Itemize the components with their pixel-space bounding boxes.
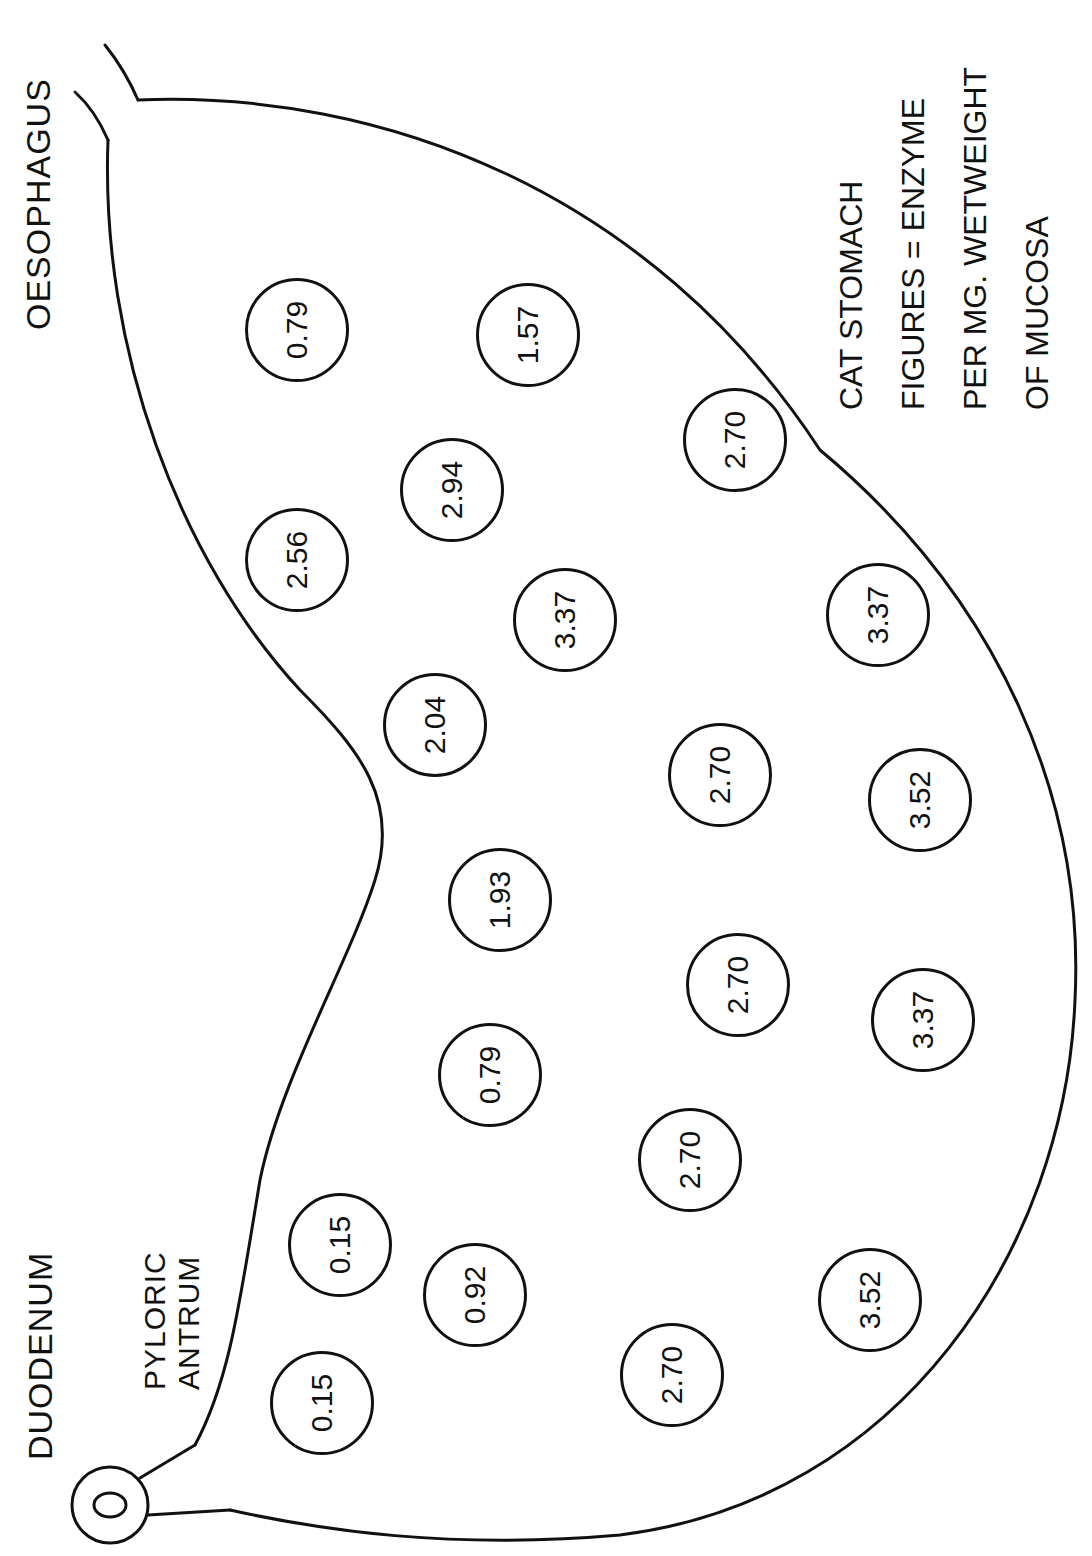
enzyme-value: 3.52	[903, 771, 937, 829]
enzyme-value: 2.70	[655, 1346, 689, 1404]
enzyme-circle: 0.79	[245, 278, 349, 382]
enzyme-value: 0.79	[280, 301, 314, 359]
enzyme-circle: 3.52	[818, 1248, 922, 1352]
enzyme-value: 1.93	[483, 871, 517, 929]
enzyme-circle: 0.92	[423, 1243, 527, 1347]
enzyme-circle: 2.56	[245, 508, 349, 612]
enzyme-value: 2.94	[435, 461, 469, 519]
enzyme-circle: 3.52	[868, 748, 972, 852]
label-holder: PYLORIC ANTRUM	[138, 1230, 206, 1390]
enzyme-circle: 1.57	[476, 283, 580, 387]
enzyme-circle: 2.70	[620, 1323, 724, 1427]
enzyme-value: 2.70	[673, 1131, 707, 1189]
duodenum-wall	[140, 1445, 195, 1478]
enzyme-value: 0.79	[473, 1046, 507, 1104]
lesser-curvature	[107, 140, 382, 1445]
enzyme-value: 3.37	[906, 991, 940, 1049]
part-label: DUODENUM	[20, 1252, 60, 1460]
enzyme-circle: 1.93	[448, 848, 552, 952]
part-label: OESOPHAGUS	[18, 78, 58, 330]
oesophagus-wall	[75, 92, 108, 140]
enzyme-value: 0.15	[305, 1374, 339, 1432]
enzyme-circle: 2.70	[683, 388, 787, 492]
enzyme-value: 2.70	[721, 956, 755, 1014]
enzyme-value: 0.15	[323, 1216, 357, 1274]
enzyme-circle: 2.70	[668, 723, 772, 827]
enzyme-value: 0.92	[458, 1266, 492, 1324]
enzyme-circle: 0.15	[288, 1193, 392, 1297]
enzyme-circle: 3.37	[871, 968, 975, 1072]
enzyme-circle: 3.37	[826, 563, 930, 667]
enzyme-value: 3.37	[861, 586, 895, 644]
caption: FIGURES = ENZYME PER MG. WETWEIGHT OF MU…	[882, 40, 1068, 410]
enzyme-value: 2.56	[280, 531, 314, 589]
enzyme-circle: 2.70	[638, 1108, 742, 1212]
duodenum-wall	[148, 1510, 230, 1515]
enzyme-circle: 2.70	[686, 933, 790, 1037]
enzyme-value: 3.37	[548, 591, 582, 649]
enzyme-circle: 0.79	[438, 1023, 542, 1127]
enzyme-value: 2.04	[418, 696, 452, 754]
title: CAT STOMACH	[820, 40, 882, 410]
enzyme-value: 2.70	[703, 746, 737, 804]
enzyme-value: 2.70	[718, 411, 752, 469]
enzyme-circle: 2.94	[400, 438, 504, 542]
enzyme-circle: 0.15	[270, 1351, 374, 1455]
label-holder: OESOPHAGUS	[18, 78, 58, 330]
oesophagus-wall	[105, 45, 138, 100]
enzyme-circle: 3.37	[513, 568, 617, 672]
heading-block: CAT STOMACHFIGURES = ENZYME PER MG. WETW…	[820, 40, 1068, 410]
part-label: PYLORIC ANTRUM	[138, 1230, 206, 1390]
duodenum-end	[72, 1467, 148, 1543]
enzyme-circle: 2.04	[383, 673, 487, 777]
enzyme-value: 1.57	[511, 306, 545, 364]
greater-curvature	[138, 99, 1076, 1540]
enzyme-value: 3.52	[853, 1271, 887, 1329]
label-holder: DUODENUM	[20, 1252, 60, 1460]
duodenum-lumen	[94, 1493, 126, 1517]
